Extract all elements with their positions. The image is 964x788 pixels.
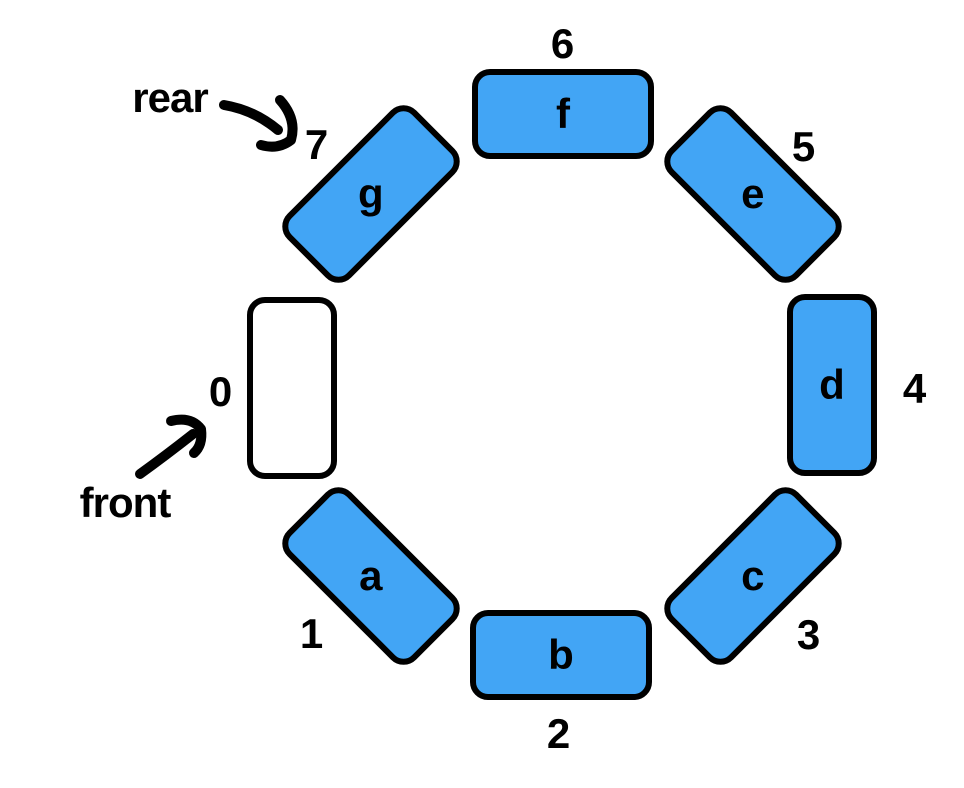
queue-slot-3: c bbox=[656, 479, 850, 673]
queue-slot-7: g bbox=[274, 97, 468, 291]
queue-slot-0 bbox=[247, 297, 337, 479]
queue-slot-5-value: e bbox=[741, 169, 765, 217]
front-arrow-icon bbox=[135, 414, 207, 479]
queue-slot-5: e bbox=[656, 97, 850, 291]
queue-slot-2-value: b bbox=[548, 631, 574, 678]
slot-index-0: 0 bbox=[208, 368, 232, 415]
queue-slot-4: d bbox=[787, 294, 877, 476]
queue-slot-6: f bbox=[472, 69, 654, 159]
queue-slot-6-value: f bbox=[556, 90, 570, 137]
queue-slot-2: b bbox=[470, 610, 652, 700]
slot-index-7: 7 bbox=[304, 121, 328, 168]
queue-slot-1-value: a bbox=[359, 551, 383, 599]
slot-index-5: 5 bbox=[791, 123, 815, 170]
rear-pointer-label: rear bbox=[132, 74, 208, 121]
front-pointer-label: front bbox=[79, 479, 172, 526]
rear-arrow-icon bbox=[219, 95, 298, 152]
slot-index-4: 4 bbox=[902, 365, 926, 412]
slot-index-6: 6 bbox=[550, 20, 574, 67]
slot-index-2: 2 bbox=[546, 710, 570, 757]
slot-index-1: 1 bbox=[299, 610, 323, 657]
queue-slot-7-value: g bbox=[358, 170, 384, 217]
queue-slot-3-value: c bbox=[741, 552, 765, 600]
queue-slot-4-value: d bbox=[819, 361, 845, 408]
slot-index-3: 3 bbox=[796, 611, 820, 658]
